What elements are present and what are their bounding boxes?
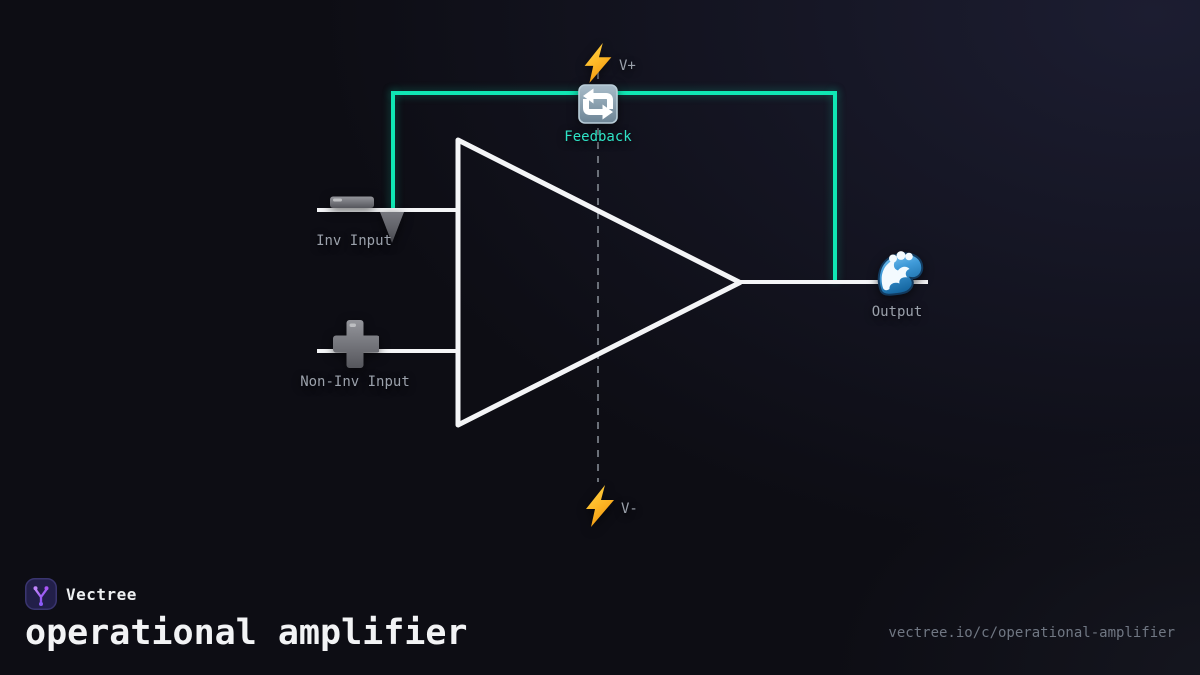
output-wire — [740, 280, 928, 284]
op-amp-triangle — [455, 137, 743, 428]
non-inv-input-wire — [317, 349, 458, 353]
feedback-wire-left — [391, 91, 395, 212]
minus-icon[interactable] — [329, 194, 375, 210]
v-minus-label: V- — [621, 501, 638, 517]
cycle-arrows-icon[interactable] — [578, 84, 618, 124]
power-rail-dashed-line — [597, 72, 599, 482]
inv-input-wire — [317, 208, 458, 212]
page-title: operational amplifier — [25, 613, 468, 653]
lightning-icon[interactable] — [581, 484, 619, 528]
lightning-icon[interactable] — [580, 42, 616, 84]
plus-icon[interactable] — [331, 318, 379, 370]
down-arrow-icon — [380, 212, 404, 243]
vectree-logo — [25, 578, 57, 610]
v-plus-label: V+ — [619, 58, 636, 74]
feedback-label: Feedback — [564, 129, 632, 145]
inv-input-label: Inv Input — [316, 233, 392, 249]
page-url: vectree.io/c/operational-amplifier — [888, 625, 1175, 641]
wave-icon[interactable] — [874, 248, 926, 300]
brand-name: Vectree — [66, 585, 137, 604]
non-inv-input-label: Non-Inv Input — [300, 374, 410, 390]
output-label: Output — [871, 304, 923, 320]
feedback-wire-right — [833, 91, 837, 282]
